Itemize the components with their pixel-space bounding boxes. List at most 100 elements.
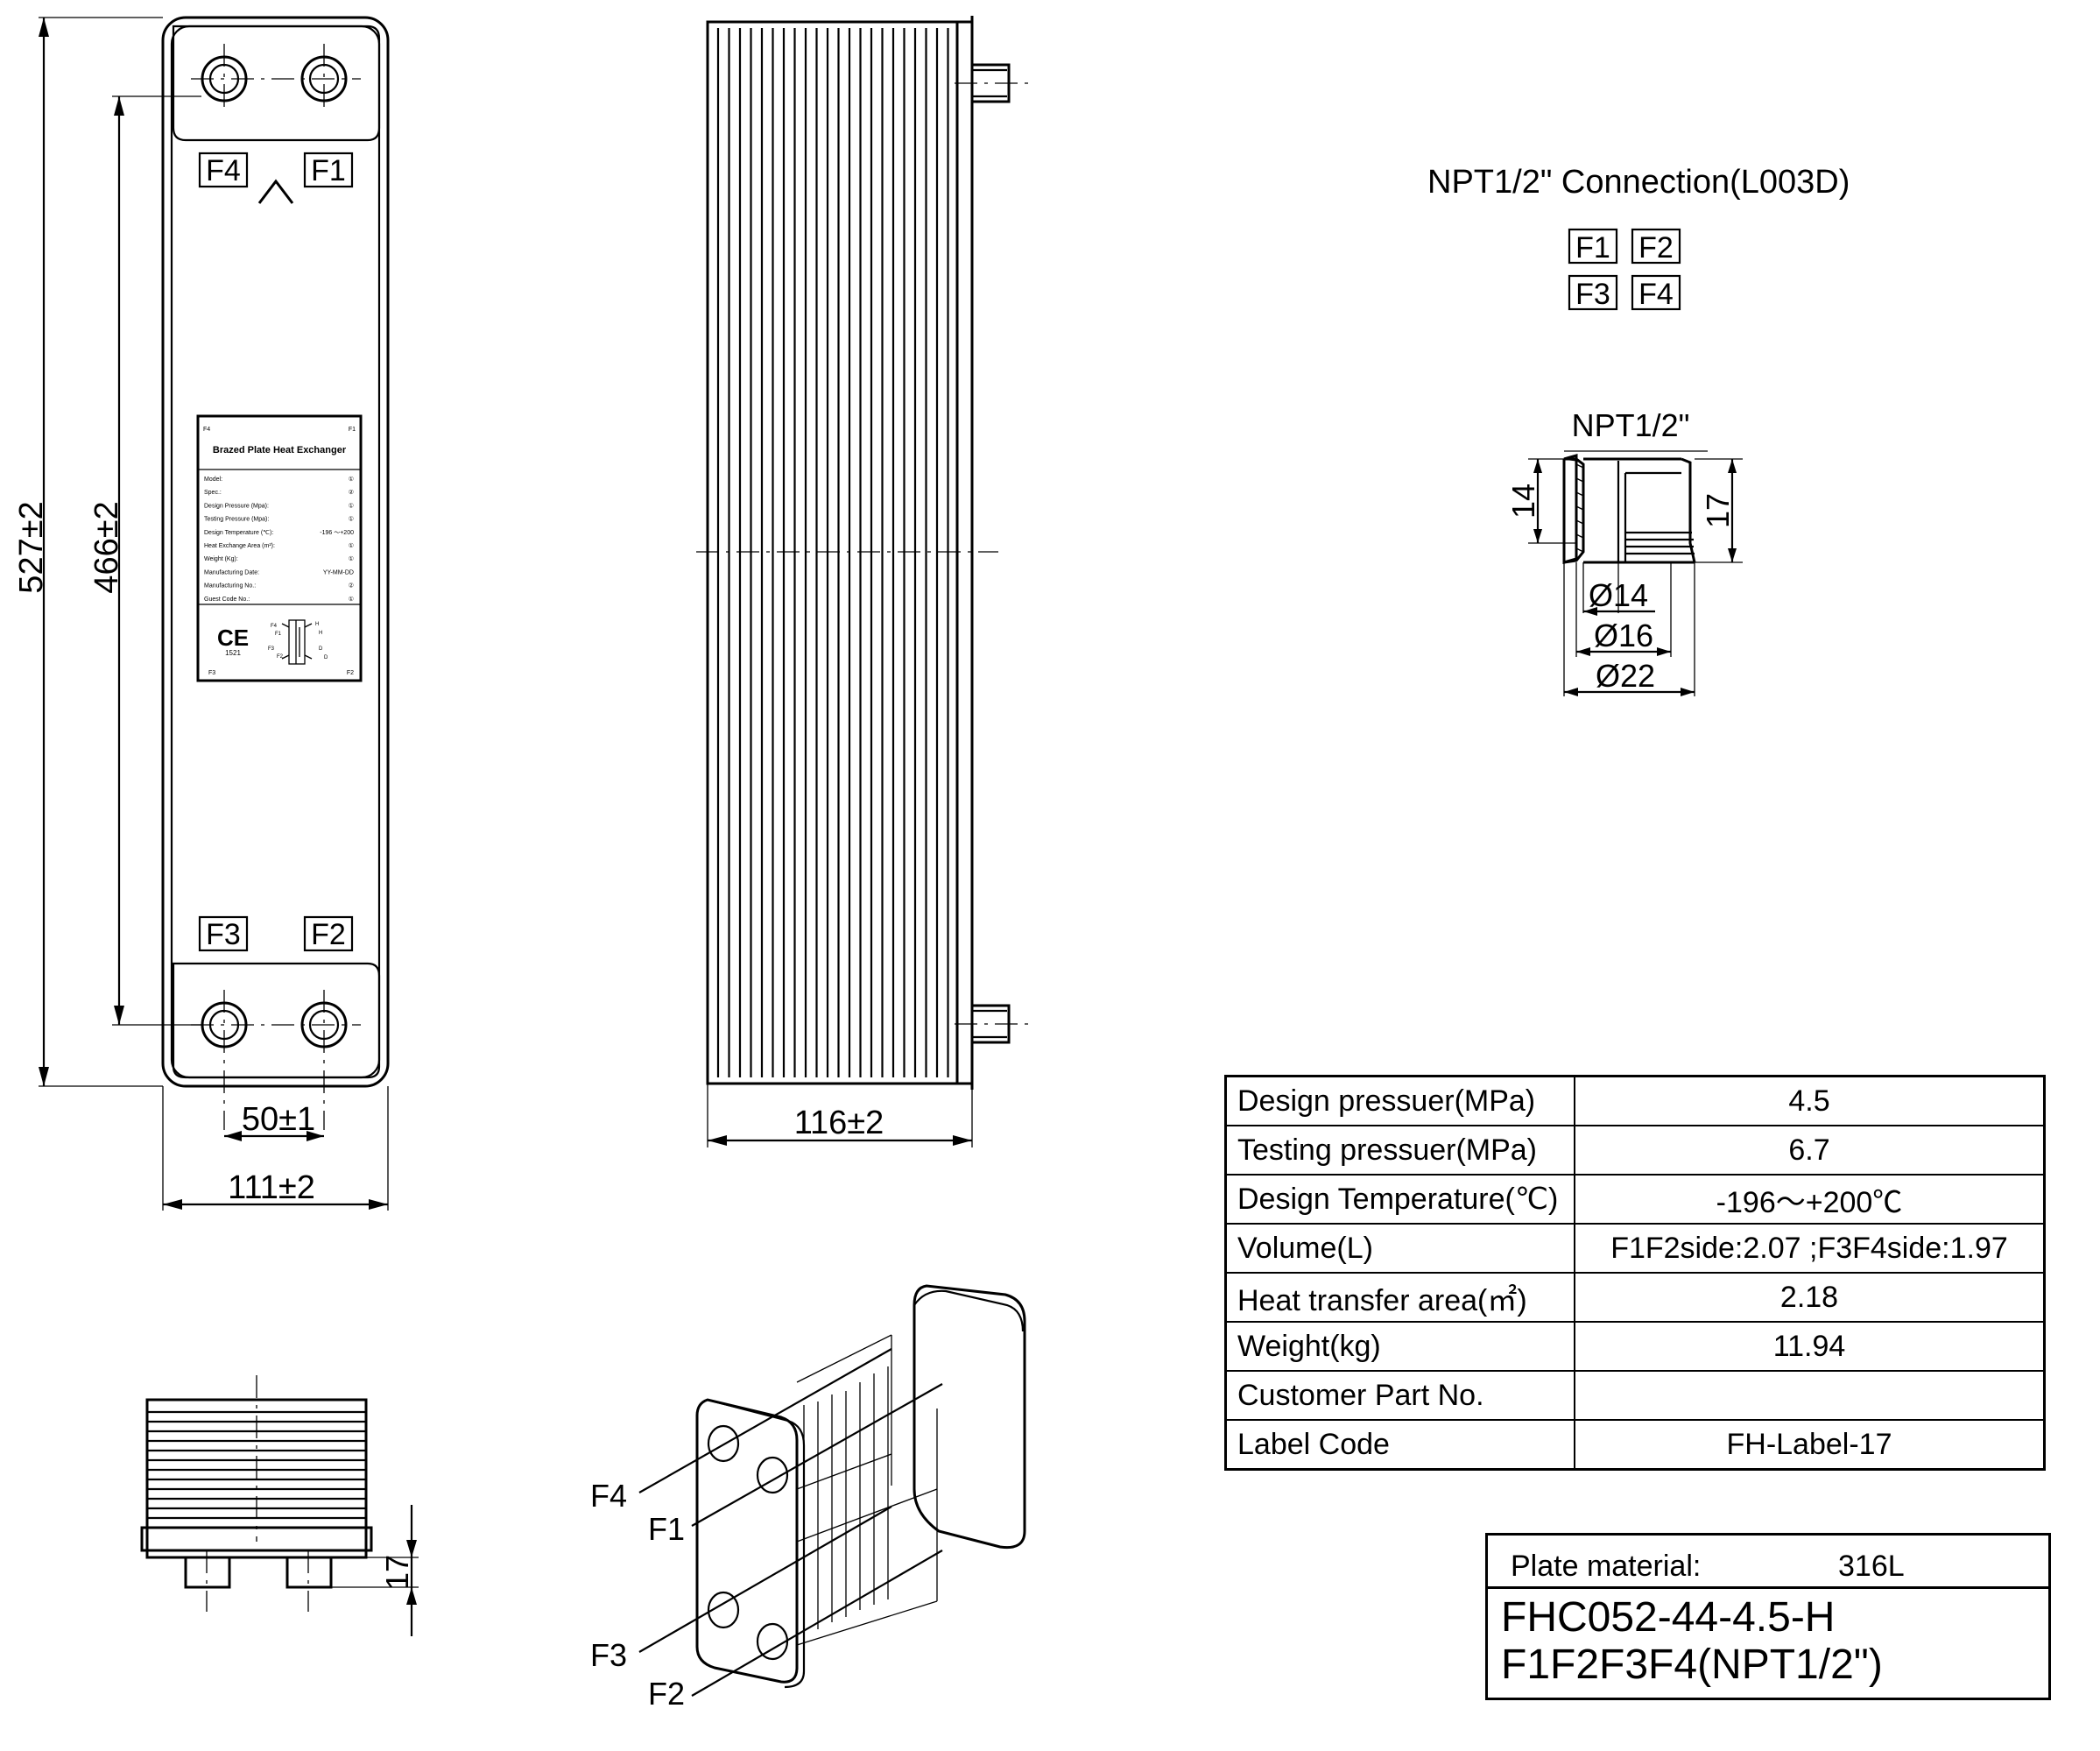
nameplate-row-label: Design Pressure (Mpa): (204, 503, 269, 509)
plate-outline (161, 16, 390, 1088)
flow-tag: F3 (268, 646, 275, 652)
title-block: Plate material: 316L FHC052-44-4.5-H F1F… (1485, 1533, 2051, 1700)
dim-width: 111±2 (228, 1169, 315, 1206)
plate-material-label: Plate material: (1511, 1550, 1702, 1583)
iso-port (707, 1424, 740, 1463)
spec-value: 11.94 (1574, 1321, 2046, 1372)
flow-tag: F2 (277, 654, 284, 660)
spec-value (1574, 1370, 2046, 1421)
port-tag-box (303, 915, 354, 952)
spec-row: Design Temperature(℃)-196～+200℃ (1224, 1174, 2046, 1225)
iso-label-f4: F4 (590, 1478, 627, 1514)
nameplate-row-label: Guest Code No.: (204, 597, 250, 603)
port-tag-top-right: F1 (311, 154, 346, 187)
ce-mark: CE (217, 625, 249, 651)
spec-label: Customer Part No. (1224, 1370, 1575, 1421)
bottom-port-area (172, 962, 381, 1079)
flow-tag: H (315, 622, 319, 627)
model-code: FHC052-44-4.5-H (1501, 1594, 1836, 1641)
spec-row: Design pressuer(MPa)4.5 (1224, 1075, 2046, 1126)
port-tag-box (198, 152, 249, 188)
spec-row: Testing pressuer(MPa)6.7 (1224, 1125, 2046, 1176)
spec-row: Volume(L)F1F2side:2.07 ;F3F4side:1.97 (1224, 1223, 2046, 1274)
nameplate-row-value: ① (349, 502, 354, 509)
port-tag-box (303, 152, 354, 188)
connection-tag: F2 (1638, 231, 1674, 265)
nameplate-row-label: Heat Exchange Area (m²): (204, 543, 275, 549)
iso-port (756, 1622, 789, 1661)
iso-port (707, 1591, 740, 1629)
spec-value: 2.18 (1574, 1272, 2046, 1323)
spec-row: Customer Part No. (1224, 1370, 2046, 1421)
connection-tag: F3 (1575, 278, 1610, 311)
port-tag-top-left: F4 (206, 154, 241, 187)
flow-arrow-icon (257, 179, 294, 204)
flow-diagram-icon: F4 F1 F3 F2 H H D D (268, 619, 328, 665)
isometric-view: F4 F1 F3 F2 (590, 1284, 1026, 1712)
dim-horizontal-pitch: 50±1 (242, 1101, 315, 1138)
ce-number: 1521 (225, 649, 241, 657)
dim-side-14: 14 (1505, 484, 1541, 519)
iso-label-f1: F1 (648, 1511, 685, 1547)
flow-tag: F4 (271, 624, 278, 629)
spec-label: Label Code (1224, 1419, 1575, 1471)
dim-fitting-height: 17 (379, 1555, 415, 1590)
top-port-area (172, 25, 381, 142)
thread-label: NPT1/2" (1572, 407, 1690, 443)
iso-label-f2: F2 (648, 1676, 685, 1712)
spec-label: Heat transfer area(㎡) (1224, 1272, 1575, 1323)
side-fins (716, 28, 949, 1077)
dim-depth: 116±2 (794, 1105, 884, 1141)
nameplate-row-value: ① (349, 596, 354, 603)
spec-value: 6.7 (1574, 1125, 2046, 1176)
fitting-section (1562, 454, 1696, 564)
nameplate-row-value: ① (349, 555, 354, 562)
spec-value: -196～+200℃ (1574, 1174, 2046, 1225)
nameplate: F4 F1 Brazed Plate Heat Exchanger Model:… (196, 414, 363, 682)
nameplate-row-value: ② (349, 489, 354, 496)
spec-label: Testing pressuer(MPa) (1224, 1125, 1575, 1176)
connection-detail: NPT1/2" Connection(L003D) F1 F2 F3 F4 NP… (1427, 164, 1850, 696)
front-plate (695, 1398, 799, 1684)
bottom-view: 17 (140, 1375, 419, 1636)
spec-label: Design Temperature(℃) (1224, 1174, 1575, 1225)
nameplate-row-label: Spec.: (204, 490, 222, 496)
flow-tag: D (324, 655, 328, 660)
plate-material-row: Plate material: 316L (1488, 1536, 2048, 1589)
spec-value: 4.5 (1574, 1075, 2046, 1126)
fitting-top (955, 63, 1033, 103)
rear-plate (913, 1284, 1026, 1550)
nameplate-row-value: ① (349, 476, 354, 483)
nameplate-row-value: YY-MM-DD (323, 569, 354, 575)
dim-dia-14: Ø14 (1589, 577, 1648, 613)
front-view: F4 F1 F3 F2 F4 F1 Brazed Plate Heat Exch… (13, 16, 390, 1211)
spec-label: Weight(kg) (1224, 1321, 1575, 1372)
connection-tag: F4 (1638, 278, 1674, 311)
iso-label-f3: F3 (590, 1637, 627, 1673)
dim-dia-22: Ø22 (1596, 658, 1655, 694)
nameplate-row-label: Design Temperature (℃): (204, 530, 273, 536)
spec-value: F1F2side:2.07 ;F3F4side:1.97 (1574, 1223, 2046, 1274)
side-outline (706, 20, 974, 1085)
port-tag-box (198, 915, 249, 952)
flow-tag: H (319, 631, 322, 636)
nameplate-row-value: ① (349, 542, 354, 549)
nameplate-title: Brazed Plate Heat Exchanger (213, 445, 347, 455)
nameplate-row-value: ① (349, 516, 354, 523)
nameplate-row-value: ② (349, 582, 354, 590)
dim-dia-16: Ø16 (1594, 618, 1653, 653)
spec-label: Design pressuer(MPa) (1224, 1075, 1575, 1126)
nameplate-row-label: Testing Pressure (Mpa): (204, 517, 269, 523)
side-view: 116±2 (696, 16, 1033, 1147)
iso-port (756, 1456, 789, 1494)
nameplate-row-label: Manufacturing No.: (204, 583, 256, 590)
dim-vertical-pitch: 466±2 (88, 501, 125, 593)
spec-row: Weight(kg)11.94 (1224, 1321, 2046, 1372)
spec-value: FH-Label-17 (1574, 1419, 2046, 1471)
dim-side-17: 17 (1700, 493, 1736, 528)
bottom-fittings (184, 1556, 333, 1589)
